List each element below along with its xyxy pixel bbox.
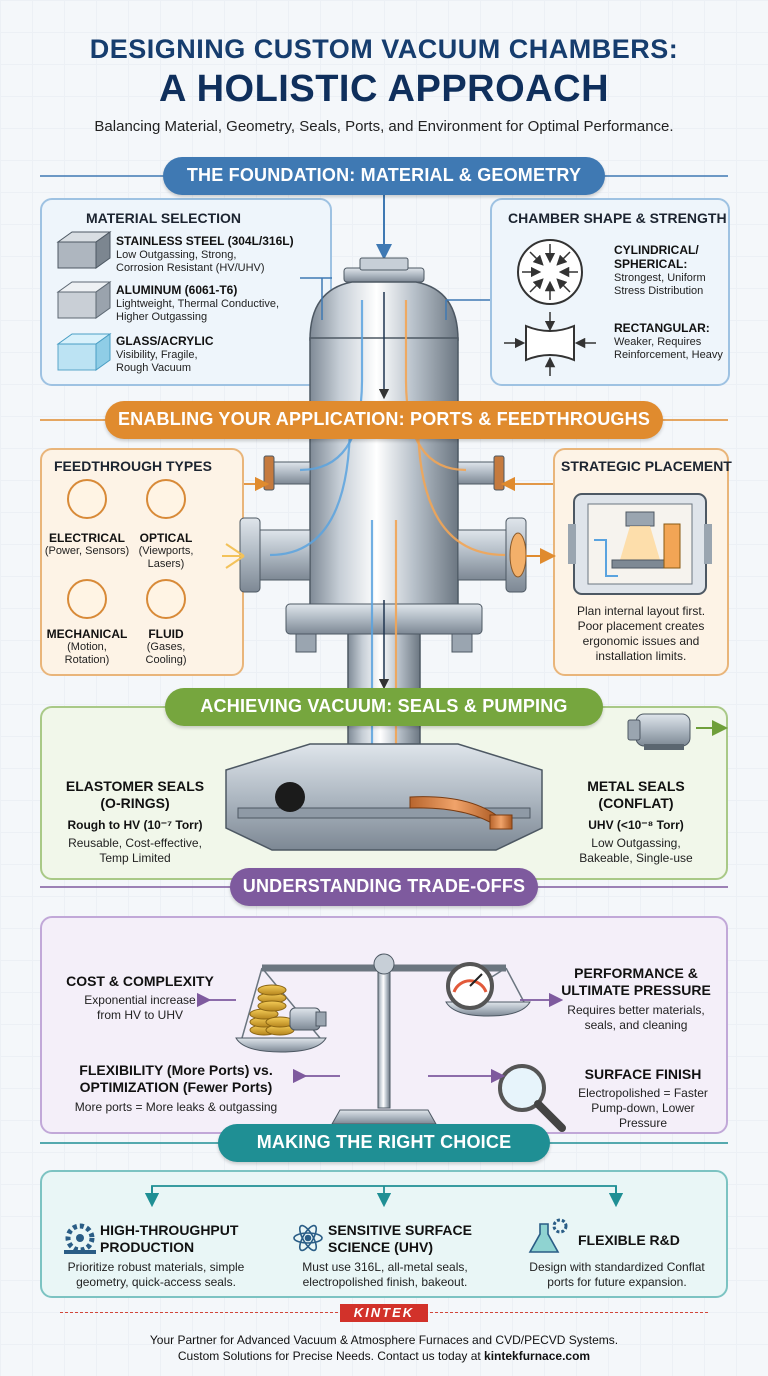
placement-title: STRATEGIC PLACEMENT	[561, 458, 732, 474]
choice-surface-science-desc: Must use 316L, all-metal seals,electropo…	[302, 1260, 468, 1289]
atom-icon	[293, 1224, 323, 1252]
fluid-circle	[146, 579, 186, 619]
shape-cylindrical: CYLINDRICAL/SPHERICAL:Strongest, Uniform…	[614, 243, 706, 298]
internal-layout-icon	[568, 493, 712, 595]
production-gear-icon	[64, 1223, 96, 1254]
stainless-cube-icon	[56, 231, 112, 269]
footer-line-2: Custom Solutions for Precise Needs. Cont…	[177, 1349, 591, 1363]
section-vacuum: ACHIEVING VACUUM: SEALS & PUMPING	[165, 688, 603, 726]
material-stainless: STAINLESS STEEL (304L/316L)Low Outgassin…	[116, 234, 294, 275]
section-choice: MAKING THE RIGHT CHOICE	[218, 1124, 550, 1162]
elastomer-range: Rough to HV (10⁻⁷ Torr)	[67, 818, 203, 832]
section-ports: ENABLING YOUR APPLICATION: PORTS & FEEDT…	[105, 401, 663, 439]
shape-title: CHAMBER SHAPE & STRENGTH	[508, 210, 727, 226]
kintek-logo: KINTEK	[340, 1304, 428, 1322]
feedthrough-electrical: ELECTRICAL(Power, Sensors)	[44, 531, 130, 558]
mechanical-circle	[67, 579, 107, 619]
rectangular-stress-icon	[504, 312, 596, 376]
footer-link[interactable]: kintekfurnace.com	[484, 1349, 591, 1363]
performance-desc: Requires better materials,seals, and cle…	[567, 1003, 705, 1032]
surface-finish-name: SURFACE FINISH	[584, 1066, 702, 1082]
section-tradeoffs: UNDERSTANDING TRADE-OFFS	[230, 868, 538, 906]
placement-text: Plan internal layout first.Poor placemen…	[576, 604, 706, 663]
section-foundation: THE FOUNDATION: MATERIAL & GEOMETRY	[163, 157, 605, 195]
feedthrough-fluid: FLUID(Gases,Cooling)	[145, 627, 187, 667]
metal-desc: Low Outgassing,Bakeable, Single-use	[579, 836, 693, 865]
feedthrough-mechanical: MECHANICAL(Motion,Rotation)	[46, 627, 128, 667]
coins-icon	[249, 984, 295, 1036]
subtitle: Balancing Material, Geometry, Seals, Por…	[94, 118, 674, 135]
flexibility-desc: More ports = More leaks & outgassing	[74, 1100, 278, 1114]
cylindrical-stress-icon	[517, 239, 583, 305]
title-line-2: A HOLISTIC APPROACH	[158, 68, 610, 110]
glass-cube-icon	[56, 333, 112, 371]
aluminum-cube-icon	[56, 281, 112, 319]
feedthrough-optical: OPTICAL(Viewports,Lasers)	[138, 531, 194, 571]
material-title: MATERIAL SELECTION	[86, 210, 242, 226]
electrical-circle	[67, 479, 107, 519]
feedthrough-title: FEEDTHROUGH TYPES	[54, 458, 212, 474]
optical-circle	[146, 479, 186, 519]
pressure-gauge-icon	[446, 962, 494, 1010]
magnifier-icon	[498, 1064, 566, 1132]
elastomer-desc: Reusable, Cost-effective,Temp Limited	[68, 836, 202, 865]
flexibility-name: FLEXIBILITY (More Ports) vs.OPTIMIZATION…	[79, 1062, 273, 1095]
title-line-1: DESIGNING CUSTOM VACUUM CHAMBERS:	[89, 34, 679, 64]
footer-line-1: Your Partner for Advanced Vacuum & Atmos…	[149, 1333, 619, 1347]
metal-seals-name: METAL SEALS(CONFLAT)	[587, 778, 685, 811]
metal-range: UHV (<10⁻⁸ Torr)	[588, 818, 684, 832]
flask-icon	[528, 1218, 568, 1253]
performance-name: PERFORMANCE &ULTIMATE PRESSURE	[561, 965, 711, 998]
material-aluminum: ALUMINUM (6061-T6)Lightweight, Thermal C…	[116, 283, 280, 324]
choice-rd-name: FLEXIBLE R&D	[578, 1232, 680, 1248]
cost-complexity-name: COST & COMPLEXITY	[66, 973, 214, 989]
pump-icon	[289, 1007, 327, 1031]
elastomer-seals-name: ELASTOMER SEALS(O-RINGS)	[65, 778, 205, 811]
